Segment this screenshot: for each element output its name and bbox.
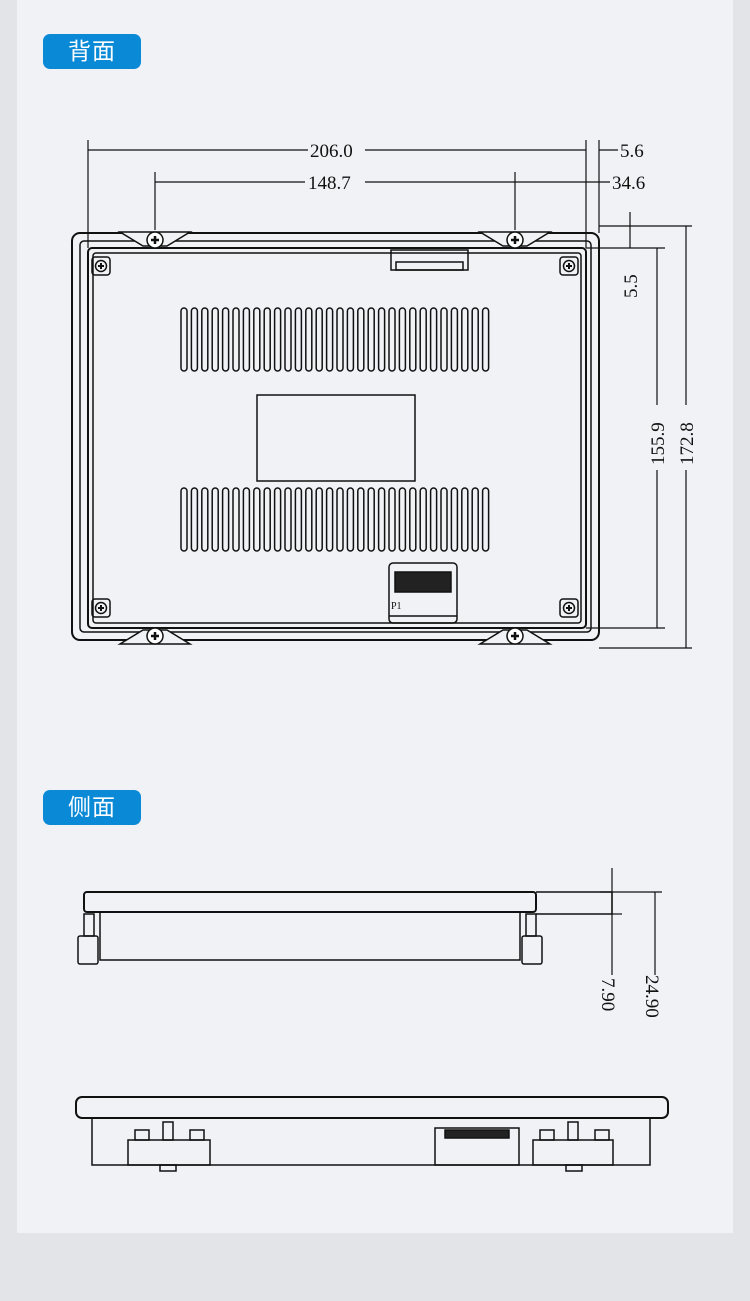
vent-slot (180, 487, 188, 552)
vent-slot (190, 307, 199, 372)
vent-slot (242, 487, 251, 552)
vent-slot (201, 307, 209, 372)
vent-slot (471, 487, 479, 552)
dim-right-margin: 5.6 (620, 141, 644, 162)
dim-overall-width: 206.0 (310, 141, 353, 162)
side-view-badge: 侧面 (43, 790, 141, 825)
vent-slot (325, 307, 334, 372)
dim-top-margin: 5.5 (621, 274, 642, 298)
connector-p1: P1 (388, 562, 458, 624)
back-view-badge: 背面 (43, 34, 141, 69)
vent-slot (190, 487, 199, 552)
vent-slot (419, 307, 427, 372)
vent-slot (294, 307, 303, 372)
vent-slot (232, 487, 240, 552)
vent-slot (325, 487, 334, 552)
bottom-view-drawing (75, 1096, 669, 1172)
vent-slot (253, 307, 261, 372)
vent-slot (294, 487, 303, 552)
vent-slot (440, 307, 448, 372)
vent-slot (221, 307, 230, 372)
vent-slot (273, 487, 282, 552)
dim-inner-height: 155.9 (648, 422, 669, 465)
back-view-drawing: P1 206.0 5.6 148.7 34.6 5.5 155.9 172.8 (71, 140, 698, 649)
vent-slot (315, 487, 323, 552)
vent-slot (398, 307, 407, 372)
vent-slot (377, 307, 386, 372)
screw-icon (562, 259, 576, 273)
vent-slot (242, 307, 251, 372)
vent-slot (367, 487, 375, 552)
screw-icon (562, 601, 576, 615)
corner-screw (91, 256, 111, 276)
vent-slot (346, 487, 355, 552)
vent-slot (429, 487, 438, 552)
label-area (256, 394, 416, 482)
vent-slot (481, 307, 490, 372)
vent-slot (481, 487, 490, 552)
vent-slot (346, 307, 355, 372)
vent-slot (221, 487, 230, 552)
vent-slot (284, 307, 292, 372)
vent-slot (211, 487, 219, 552)
vent-slot (253, 487, 261, 552)
side-view-drawing: 7.90 24.90 (77, 868, 662, 1018)
vent-slot (273, 307, 282, 372)
dim-total-depth: 24.90 (641, 975, 662, 1018)
vent-slot (336, 487, 344, 552)
vent-slot (201, 487, 209, 552)
corner-screw (559, 598, 579, 618)
vent-slot (429, 307, 438, 372)
vent-slot (180, 307, 188, 372)
vent-slot (367, 307, 375, 372)
vent-slot (409, 307, 417, 372)
vent-slot (211, 307, 219, 372)
vent-slot (461, 487, 469, 552)
vent-slot (450, 307, 459, 372)
vent-slot (232, 307, 240, 372)
vents-bottom (180, 487, 490, 552)
corner-screw (559, 256, 579, 276)
vent-slot (388, 307, 396, 372)
vents-top (180, 307, 490, 372)
vent-slot (377, 487, 386, 552)
vent-slot (419, 487, 427, 552)
vent-slot (357, 307, 365, 372)
vent-slot (263, 307, 271, 372)
vent-slot (315, 307, 323, 372)
vent-slot (409, 487, 417, 552)
screws (91, 231, 579, 645)
content-panel (17, 0, 733, 1233)
dim-panel-depth: 7.90 (597, 978, 618, 1011)
connector-label: P1 (391, 601, 402, 612)
corner-screw (91, 598, 111, 618)
vent-slot (471, 307, 479, 372)
screw-icon (94, 259, 108, 273)
vent-slot (450, 487, 459, 552)
dim-mount-spacing: 148.7 (308, 173, 351, 194)
vent-slot (461, 307, 469, 372)
vent-slot (336, 307, 344, 372)
vent-slot (305, 307, 313, 372)
vent-slot (305, 487, 313, 552)
vent-slot (398, 487, 407, 552)
screw-icon (94, 601, 108, 615)
dim-overall-height: 172.8 (677, 422, 698, 465)
vent-slot (263, 487, 271, 552)
vent-slot (357, 487, 365, 552)
dim-mount-offset: 34.6 (612, 173, 645, 194)
vent-slot (284, 487, 292, 552)
vent-slot (388, 487, 396, 552)
vent-slot (440, 487, 448, 552)
